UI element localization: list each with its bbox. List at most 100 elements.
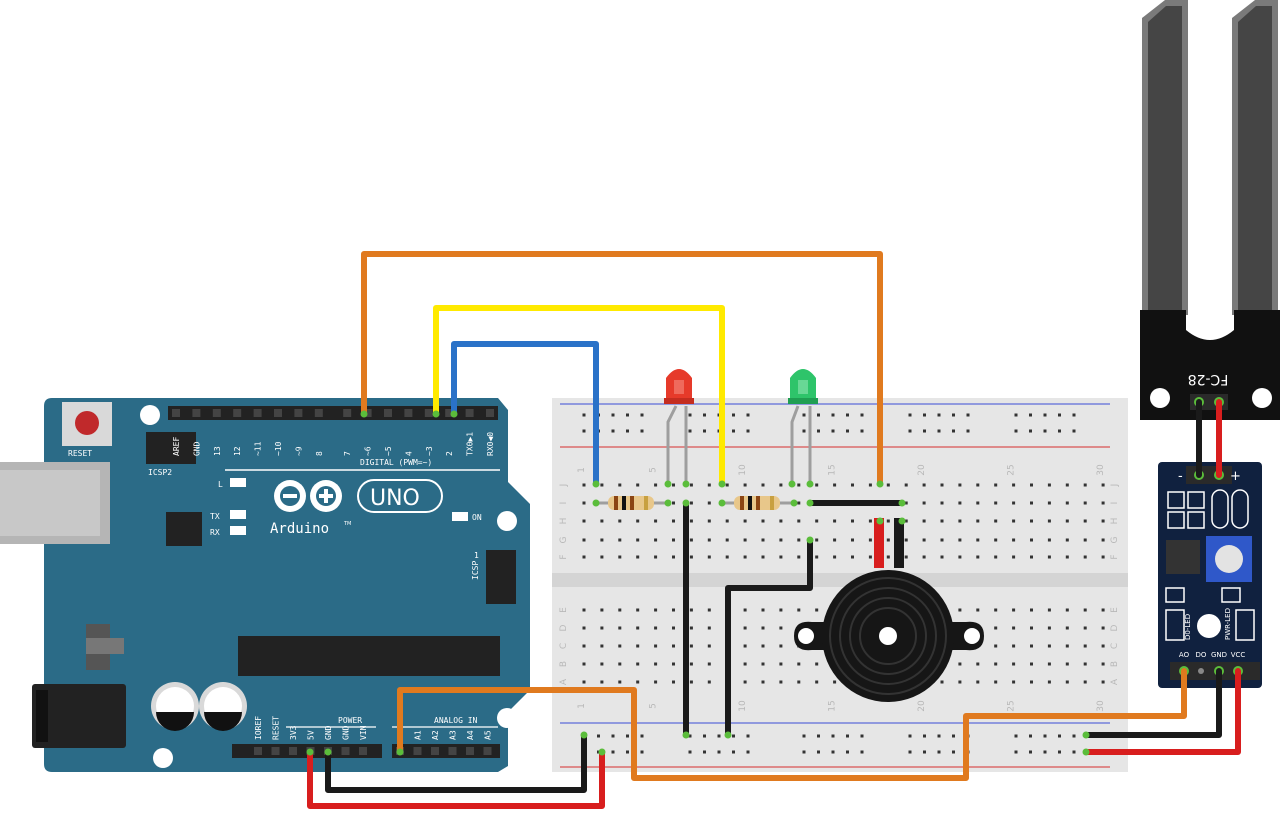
grid-hole	[1012, 662, 1016, 666]
rail-hole	[952, 734, 955, 738]
digital-pin-socket[interactable]	[192, 409, 201, 417]
power-pin-label: VIN	[359, 725, 368, 740]
wire-endpoint	[718, 480, 726, 488]
digital-pin-socket[interactable]	[274, 409, 282, 417]
grid-hole	[958, 538, 962, 542]
grid-hole	[618, 555, 622, 559]
digital-pin-socket[interactable]	[486, 409, 494, 417]
power-pin-label: GND	[324, 725, 333, 740]
grid-hole	[689, 680, 693, 684]
digital-pin-socket[interactable]	[465, 409, 474, 417]
rail-hole	[923, 429, 926, 433]
grid-hole	[868, 555, 872, 559]
rail-hole	[688, 429, 692, 433]
digital-pin-label: TX0▶1	[466, 432, 475, 456]
digital-pin-socket[interactable]	[424, 409, 433, 417]
rail-hole	[952, 429, 955, 433]
column-number-bottom: 20	[917, 700, 927, 712]
grid-hole	[779, 680, 783, 684]
analog-pin-socket[interactable]	[466, 747, 474, 755]
rail-hole	[802, 413, 806, 417]
power-pin-socket[interactable]	[289, 747, 297, 755]
rail-hole	[732, 734, 735, 738]
grid-hole	[976, 538, 980, 542]
rail-hole	[1072, 750, 1076, 754]
grid-hole	[689, 608, 693, 612]
rail-hole	[640, 413, 644, 417]
digital-pin-socket[interactable]	[343, 409, 352, 417]
digital-pin-socket[interactable]	[172, 409, 180, 417]
digital-pin-socket[interactable]	[212, 409, 221, 417]
power-pin-socket[interactable]	[341, 747, 350, 755]
digital-pin-socket[interactable]	[384, 409, 392, 417]
analog-pin-socket[interactable]	[448, 747, 457, 755]
analog-pin-socket[interactable]	[483, 747, 492, 755]
digital-pin-socket[interactable]	[294, 409, 303, 417]
rail-hole	[746, 750, 750, 754]
rail-hole	[626, 734, 629, 738]
wire-endpoint	[724, 731, 732, 739]
grid-hole	[707, 680, 711, 684]
digital-pin-socket[interactable]	[404, 409, 413, 417]
rail-hole	[1043, 734, 1047, 738]
grid-hole	[689, 501, 693, 505]
grid-hole	[797, 538, 801, 542]
grid-hole	[994, 662, 998, 666]
digital-pin-socket[interactable]	[253, 409, 262, 417]
power-pin-socket[interactable]	[254, 747, 262, 755]
wire-endpoint	[592, 480, 600, 488]
analog-pin-label: A4	[466, 730, 475, 740]
grid-hole	[582, 608, 586, 612]
rail-hole	[703, 734, 706, 738]
reset-button-cap[interactable]	[75, 411, 99, 435]
grid-hole	[976, 501, 980, 505]
analog-pin-socket[interactable]	[431, 747, 439, 755]
grid-hole	[958, 519, 962, 523]
grid-hole	[707, 626, 711, 630]
icsp-pin1-label: 1	[474, 551, 479, 560]
grid-hole	[654, 538, 658, 542]
power-pin-label: 3V3	[289, 725, 298, 740]
power-pin-socket[interactable]	[359, 747, 367, 755]
grid-hole	[707, 555, 711, 559]
grid-hole	[922, 538, 926, 542]
grid-hole	[958, 483, 962, 487]
potentiometer-knob[interactable]	[1215, 545, 1243, 573]
grid-hole	[707, 608, 711, 612]
wire-yellow-d3	[433, 305, 725, 487]
pwr-led-label: PWR-LED	[1224, 608, 1232, 640]
grid-hole	[761, 662, 765, 666]
grid-hole	[868, 538, 872, 542]
grid-hole	[1047, 680, 1051, 684]
power-pin-socket[interactable]	[271, 747, 280, 755]
digital-pin-socket[interactable]	[445, 409, 454, 417]
grid-hole	[761, 644, 765, 648]
grid-hole	[1065, 519, 1069, 523]
rail-hole	[746, 734, 750, 738]
analog-pin-socket[interactable]	[413, 747, 422, 755]
digital-pin-socket[interactable]	[314, 409, 323, 417]
smd-part	[1187, 511, 1205, 529]
rail-hole	[597, 734, 600, 738]
grid-hole	[851, 483, 854, 487]
grid-hole	[1101, 608, 1105, 612]
rail-hole	[802, 750, 806, 754]
wire-endpoint	[580, 731, 588, 739]
digital-pin-label: 2	[445, 451, 454, 456]
grid-hole	[618, 483, 622, 487]
resistor-2	[722, 496, 794, 510]
row-letter: E	[559, 607, 569, 613]
grid-hole	[1101, 644, 1105, 648]
digital-pin-socket[interactable]	[363, 409, 372, 417]
grid-hole	[761, 680, 765, 684]
grid-hole	[761, 483, 765, 487]
grid-hole	[672, 662, 675, 666]
rx-led	[230, 526, 246, 535]
grid-hole	[672, 538, 675, 542]
digital-pin-socket[interactable]	[233, 409, 242, 417]
probe-board	[1140, 310, 1280, 420]
grid-hole	[1030, 538, 1033, 542]
grid-hole	[636, 680, 640, 684]
